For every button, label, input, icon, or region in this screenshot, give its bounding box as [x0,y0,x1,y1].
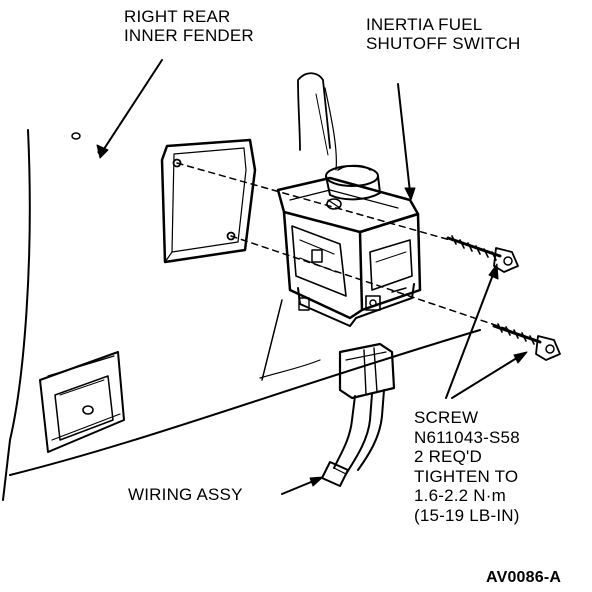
fender-leader-arrow [96,59,163,159]
fender-label-line-2: INNER FENDER [124,26,254,45]
inertia-switch [276,164,422,327]
figure-id: AV0086-A [486,569,562,586]
screw-label-line-5: 1.6-2.2 N·m [414,486,506,505]
screw-label-line-1: SCREW [414,408,479,427]
access-cover [39,351,125,453]
screw-label: SCREW N611043-S58 2 REQ'D TIGHTEN TO 1.6… [414,408,520,525]
screw-lower [492,323,561,361]
screw-label-line-4: TIGHTEN TO [414,466,519,486]
fender-label-line-1: RIGHT REAR [124,7,231,26]
fender-label: RIGHT REAR INNER FENDER [124,7,254,45]
screw-leader-arrows [445,263,528,399]
switch-label: INERTIA FUEL SHUTOFF SWITCH [366,15,521,53]
switch-label-line-1: INERTIA FUEL [366,15,483,34]
mounting-plate [160,138,257,264]
screw-upper [446,235,519,273]
inner-fender-panel [2,72,481,501]
screw-label-line-2: N611043-S58 [414,427,520,447]
wiring-label: WIRING ASSY [128,485,243,504]
wiring-assembly [321,342,396,487]
alignment-lines [176,162,511,331]
screw-label-line-6: (15-19 LB-IN) [414,505,520,525]
mounting-hole-upper [172,158,182,168]
wiring-leader-arrow [281,476,324,495]
switch-label-line-2: SHUTOFF SWITCH [366,34,521,53]
switch-leader-arrow [397,83,416,201]
screw-label-line-3: 2 REQ'D [414,447,482,466]
mounting-hole-lower [226,231,236,241]
